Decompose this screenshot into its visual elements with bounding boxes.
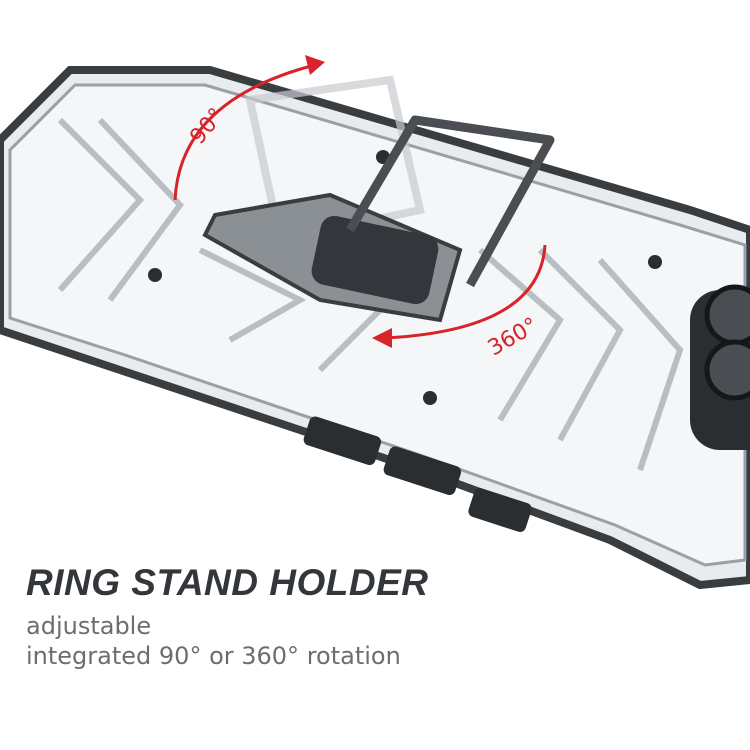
ring-ghost bbox=[245, 75, 425, 245]
ring-center bbox=[311, 215, 439, 305]
arrow-head-360 bbox=[372, 328, 392, 348]
chevron-pattern bbox=[57, 117, 684, 471]
product-subtitle-2: integrated 90° or 360° rotation bbox=[26, 642, 401, 670]
camera-module bbox=[690, 284, 750, 450]
port bbox=[468, 488, 532, 532]
rotation-arrows bbox=[173, 63, 547, 340]
side-button bbox=[303, 416, 382, 466]
ring-stand bbox=[346, 115, 555, 288]
product-subtitle-1: adjustable bbox=[26, 612, 152, 640]
product-title: RING STAND HOLDER bbox=[26, 562, 429, 603]
arrow-head-90 bbox=[305, 55, 325, 75]
side-button bbox=[383, 446, 462, 496]
